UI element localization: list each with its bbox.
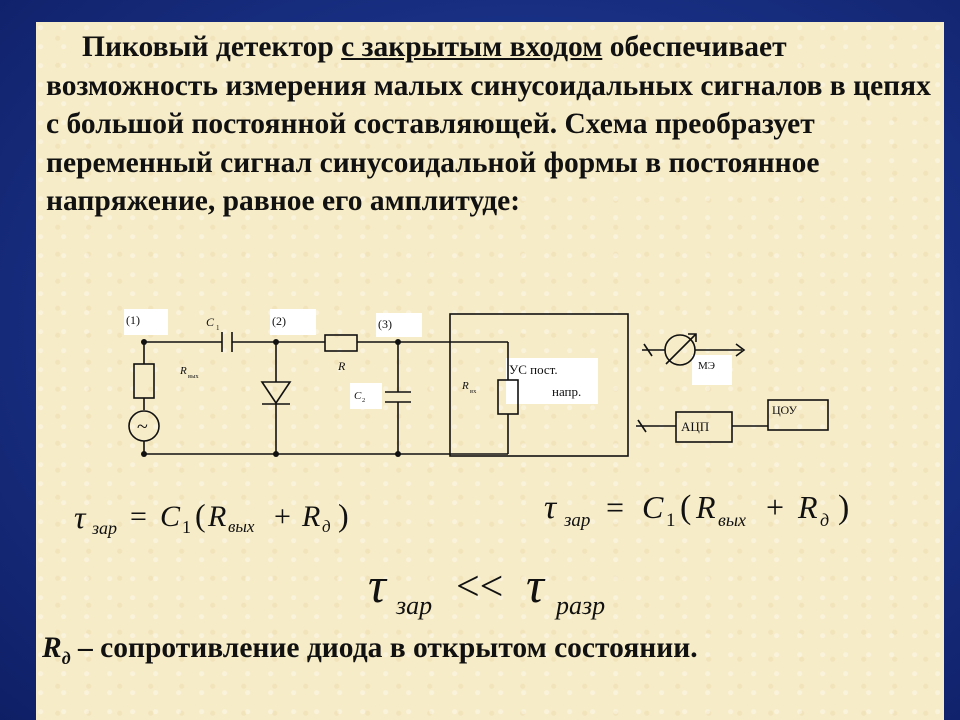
footer-symbol: Rд [42,632,71,668]
svg-text:1: 1 [666,510,676,531]
svg-text:C: C [642,489,664,525]
slide: Пиковый детектор с закрытым входом обесп… [36,22,944,720]
amp-label-1: УС пост. [509,362,558,377]
formula-2: τ зар = C 1 ( R вых + R д ) [544,489,849,531]
svg-text:τ: τ [544,489,558,526]
formula-3: τ зар << τ разр [368,557,605,620]
svg-text:<<: << [456,564,503,610]
node-2-label: (2) [272,314,286,328]
description-paragraph: Пиковый детектор с закрытым входом обесп… [46,28,936,221]
lead-text: Пиковый детектор [82,31,334,63]
rout-label: R [179,365,187,377]
c1-sub: 1 [216,324,220,332]
rout-sub: вых [188,373,199,380]
svg-text:τ: τ [368,557,388,613]
rin-label: R [461,380,469,392]
adc-label: АЦП [681,419,709,434]
svg-text:вых: вых [228,517,255,536]
svg-text:R: R [797,489,818,525]
paragraph-rest: обеспечивает возможность измерения малых… [46,31,931,217]
node-1-label: (1) [126,313,140,327]
svg-text:=: = [606,489,624,525]
node-3-label: (3) [378,317,392,331]
svg-text:R: R [695,489,716,525]
svg-text:1: 1 [182,517,191,537]
display-label: ЦОУ [772,403,798,417]
svg-text:R: R [207,500,226,533]
svg-text:зар: зар [395,591,432,620]
rin-sub: вх [470,388,477,395]
c2-label: C [354,390,362,402]
svg-text:C: C [160,500,181,533]
svg-text:=: = [130,500,147,533]
svg-text:): ) [838,489,849,526]
underlined-term: с закрытым входом [341,31,603,63]
r-label: R [337,359,346,373]
svg-text:разр: разр [554,591,605,620]
svg-text:+: + [766,489,784,525]
c1-label: C [206,315,215,329]
svg-text:R: R [301,500,320,533]
c2-sub: 2 [362,397,365,404]
formula-1: τ зар = C 1 ( R вых + R д ) [74,497,349,538]
svg-text:д: д [322,517,331,536]
amp-label-2: напр. [552,384,581,399]
svg-text:зар: зар [91,518,117,538]
svg-text:τ: τ [74,499,87,535]
svg-text:+: + [274,500,291,533]
svg-text:д: д [820,510,829,530]
footer-text: – сопротивление диода в открытом состоян… [70,632,698,664]
svg-text:зар: зар [563,510,590,531]
footer-definition: Rд – сопротивление диода в открытом сост… [42,632,902,669]
svg-text:вых: вых [718,510,746,530]
svg-text:(: ( [195,497,206,533]
svg-text:(: ( [680,489,691,526]
svg-text:τ: τ [526,557,546,613]
svg-text:): ) [338,497,349,533]
meter-label: МЭ [698,360,715,372]
source-symbol: ~ [137,416,148,438]
